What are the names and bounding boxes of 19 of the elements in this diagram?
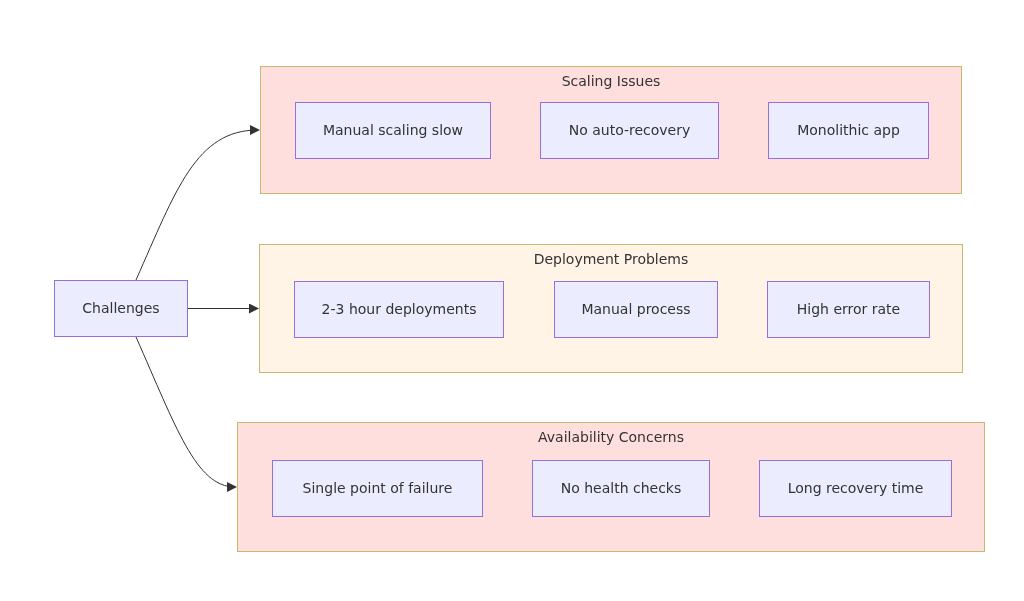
arrow bbox=[135, 125, 260, 281]
group-panel bbox=[259, 244, 963, 373]
process-box: Long recovery time bbox=[759, 460, 952, 517]
group-panel bbox=[260, 66, 962, 194]
group-title: Deployment Problems bbox=[532, 250, 690, 269]
process-box: Single point of failure bbox=[272, 460, 483, 517]
process-box: High error rate bbox=[767, 281, 930, 338]
process-box: No health checks bbox=[532, 460, 710, 517]
process-box: 2-3 hour deployments bbox=[294, 281, 504, 338]
group-title: Scaling Issues bbox=[560, 72, 662, 91]
process-box: No auto-recovery bbox=[540, 102, 719, 159]
arrow bbox=[187, 303, 259, 314]
arrow bbox=[135, 336, 237, 491]
process-box: Challenges bbox=[54, 280, 188, 337]
process-box: Manual scaling slow bbox=[295, 102, 491, 159]
group-panel bbox=[237, 422, 985, 552]
process-box: Manual process bbox=[554, 281, 718, 338]
group-title: Availability Concerns bbox=[537, 428, 685, 447]
process-box: Monolithic app bbox=[768, 102, 929, 159]
